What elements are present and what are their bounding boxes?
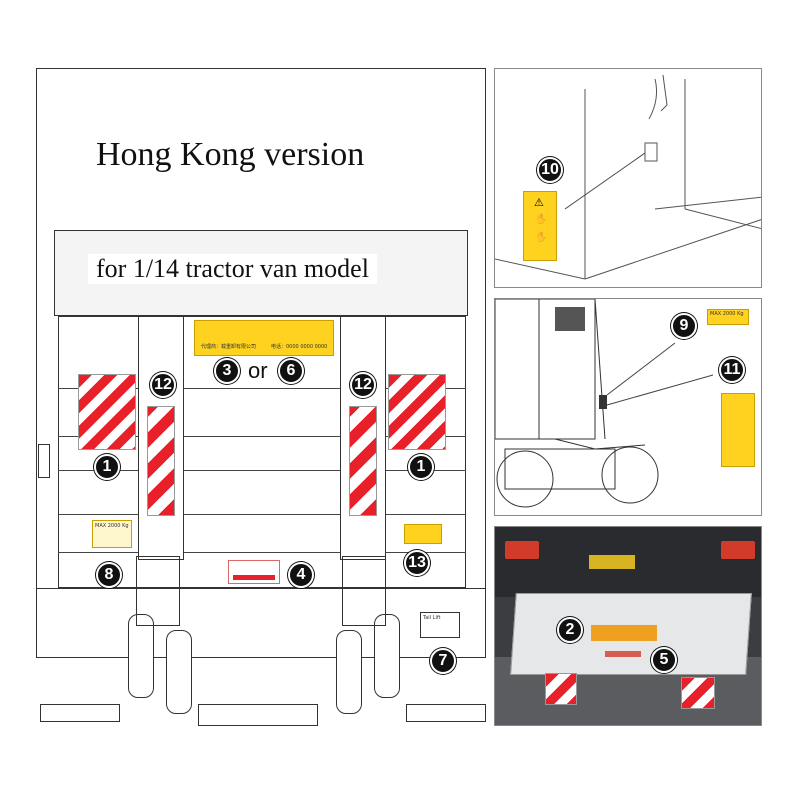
figure-icon: ✋ — [535, 214, 548, 225]
callout-1-right: 1 — [408, 454, 434, 480]
dealer-phone-text: 电话：0000 0000 0000 — [271, 344, 328, 350]
callout-2: 2 — [557, 617, 583, 643]
figure-icon: ✋ — [535, 232, 548, 243]
support-foot-center — [198, 704, 318, 726]
hydraulic-cylinder — [166, 630, 192, 714]
operation-steps-label — [721, 393, 755, 467]
lift-linkage-right — [342, 556, 386, 626]
hydraulic-cylinder — [336, 630, 362, 714]
reflective-stripe-right — [388, 374, 446, 450]
dealer-name-text: 代理商：载重卸有限公司 — [201, 344, 257, 350]
callout-5: 5 — [651, 647, 677, 673]
page-subtitle: for 1/14 tractor van model — [88, 254, 377, 284]
page-title: Hong Kong version — [96, 136, 365, 173]
manufacturer-plate: Tail Lift — [420, 612, 460, 638]
dealer-info-label: 代理商：载重卸有限公司 电话：0000 0000 0000 — [194, 320, 334, 356]
main-tail-lift-diagram: Hong Kong version for 1/14 tractor van m… — [36, 68, 488, 730]
platform-warning-sticker — [591, 625, 657, 641]
max-load-label-text: MAX 2000 Kg — [710, 311, 744, 317]
platform-rib — [58, 470, 466, 471]
callout-13: 13 — [404, 550, 430, 576]
callout-10: 10 — [537, 157, 563, 183]
platform-red-text — [605, 651, 641, 657]
callout-1-left: 1 — [94, 454, 120, 480]
hydraulic-cylinder — [128, 614, 154, 698]
callout-12-right: 12 — [350, 372, 376, 398]
callout-3: 3 — [214, 358, 240, 384]
detail-panel-top: ⚠ ✋ ✋ 10 — [494, 68, 762, 288]
mud-flap-left — [545, 673, 577, 705]
tail-light-left — [505, 541, 539, 559]
door-hinge — [38, 444, 50, 478]
max-load-label-left: MAX 2000 Kg — [92, 520, 132, 548]
warning-label-right — [404, 524, 442, 544]
mud-flap-right — [681, 677, 715, 709]
callout-4: 4 — [288, 562, 314, 588]
cargo-interior-sketch — [495, 74, 761, 280]
reflective-bar-right — [349, 406, 377, 516]
detail-panel-photo: 2 5 — [494, 526, 762, 726]
reflective-stripe-left — [78, 374, 136, 450]
truck-side-sketch — [495, 299, 714, 508]
callout-12-left: 12 — [150, 372, 176, 398]
callout-11: 11 — [719, 357, 745, 383]
tail-light-right — [721, 541, 755, 559]
max-load-label: MAX 2000 Kg — [707, 309, 749, 325]
callout-7: 7 — [430, 648, 456, 674]
callout-9: 9 — [671, 313, 697, 339]
safety-instruction-label: ⚠ ✋ ✋ — [523, 191, 557, 261]
rear-bumper — [36, 588, 486, 658]
platform-rib — [58, 436, 466, 437]
lift-operation-label — [228, 560, 280, 584]
license-plate — [589, 555, 635, 569]
lift-operation-label-stripe — [233, 575, 275, 580]
platform-rib — [58, 388, 466, 389]
or-text: or — [248, 358, 268, 383]
max-load-label-left-text: MAX 2000 Kg — [95, 523, 129, 529]
reflective-bar-left — [147, 406, 175, 516]
lift-linkage-left — [136, 556, 180, 626]
callout-6: 6 — [278, 358, 304, 384]
support-foot-right — [406, 704, 486, 722]
detail-panel-middle: MAX 2000 Kg 9 11 — [494, 298, 762, 516]
hydraulic-cylinder — [374, 614, 400, 698]
platform-rib — [58, 514, 466, 515]
platform-rib — [58, 552, 466, 553]
callout-8: 8 — [96, 562, 122, 588]
support-foot-left — [40, 704, 120, 722]
warning-triangle-icon: ⚠ — [534, 196, 544, 209]
manufacturer-plate-text: Tail Lift — [423, 615, 441, 621]
